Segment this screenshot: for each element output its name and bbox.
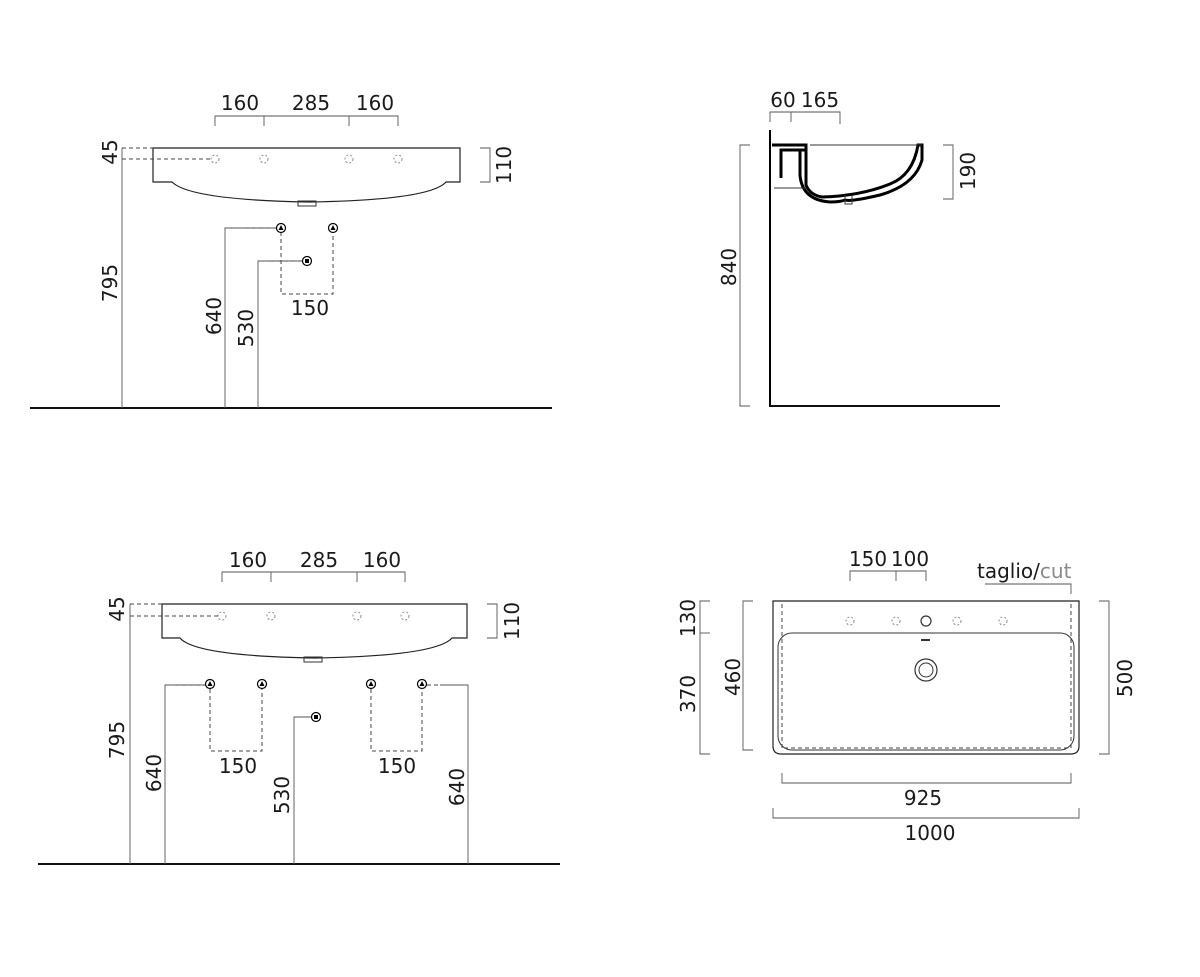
dim-640-right: 640	[445, 768, 469, 806]
dimension-840: 840	[717, 144, 750, 407]
dimension-45: 45	[105, 596, 219, 864]
dimension-45: 45	[98, 139, 212, 408]
dim-795: 795	[105, 721, 129, 759]
dim-370: 370	[676, 675, 700, 713]
dim-110: 110	[492, 146, 516, 184]
dim-500: 500	[1113, 659, 1137, 697]
dim-160-right: 160	[356, 91, 394, 115]
plan-view: 150 100 taglio/cut 130 370 460 500 925	[676, 547, 1137, 845]
dim-530: 530	[234, 309, 258, 347]
dim-150-right: 150	[378, 754, 416, 778]
dim-285: 285	[292, 91, 330, 115]
tap-hole-icon	[920, 615, 932, 627]
supply-and-drain: 640 530 150	[202, 222, 339, 408]
basin-section	[772, 143, 924, 205]
dim-45: 45	[98, 139, 122, 164]
dim-840: 840	[717, 248, 741, 286]
dim-925: 925	[904, 786, 942, 810]
dim-530: 530	[270, 776, 294, 814]
dimension-190: 190	[943, 144, 980, 200]
dim-640-left: 640	[142, 754, 166, 792]
dim-150: 150	[849, 547, 887, 571]
dim-60: 60	[770, 88, 795, 112]
dim-45: 45	[105, 596, 129, 621]
dim-285: 285	[300, 548, 338, 572]
dim-110: 110	[500, 602, 524, 640]
dimension-150-100: 150 100	[849, 547, 929, 581]
dim-160-right: 160	[363, 548, 401, 572]
side-view: 60 165 190 840	[717, 88, 1000, 407]
dim-160-left: 160	[221, 91, 259, 115]
basin-front-top	[152, 147, 461, 207]
dimension-top-chain: 160 285 160	[214, 91, 399, 126]
dim-160-left: 160	[229, 548, 267, 572]
dimension-top-chain: 160 285 160	[221, 548, 406, 582]
basin-plan	[772, 600, 1080, 755]
dimension-500: 500	[1099, 600, 1137, 755]
dimension-110: 110	[480, 146, 516, 184]
front-view-top: 160 285 160 45 110 795	[30, 91, 552, 409]
cut-label-en: cut	[1040, 559, 1072, 583]
cut-label-text: taglio/cut	[977, 559, 1072, 583]
dim-640: 640	[202, 297, 226, 335]
dim-190: 190	[956, 152, 980, 190]
dimension-1000: 1000	[772, 808, 1080, 845]
dimension-460: 460	[721, 600, 753, 751]
dim-795: 795	[98, 264, 122, 302]
cut-label: taglio/cut	[977, 559, 1072, 594]
dim-165: 165	[801, 88, 839, 112]
dim-1000: 1000	[905, 821, 956, 845]
drain-icon	[914, 658, 938, 682]
cut-label-it: taglio/	[977, 559, 1040, 583]
dim-150-left: 150	[219, 754, 257, 778]
dim-150: 150	[291, 296, 329, 320]
dim-460: 460	[721, 658, 745, 696]
supply-and-drain: 640 530 640 150 150	[142, 678, 469, 864]
dimension-110: 110	[487, 602, 524, 640]
dimension-925: 925	[781, 773, 1072, 810]
dimension-130-370: 130 370	[676, 599, 710, 755]
dimension-60-165: 60 165	[769, 88, 841, 124]
basin-front-bottom	[161, 603, 468, 663]
dim-130: 130	[676, 599, 700, 637]
dim-100: 100	[891, 547, 929, 571]
front-view-bottom: 160 285 160 45 110 795	[38, 548, 560, 865]
